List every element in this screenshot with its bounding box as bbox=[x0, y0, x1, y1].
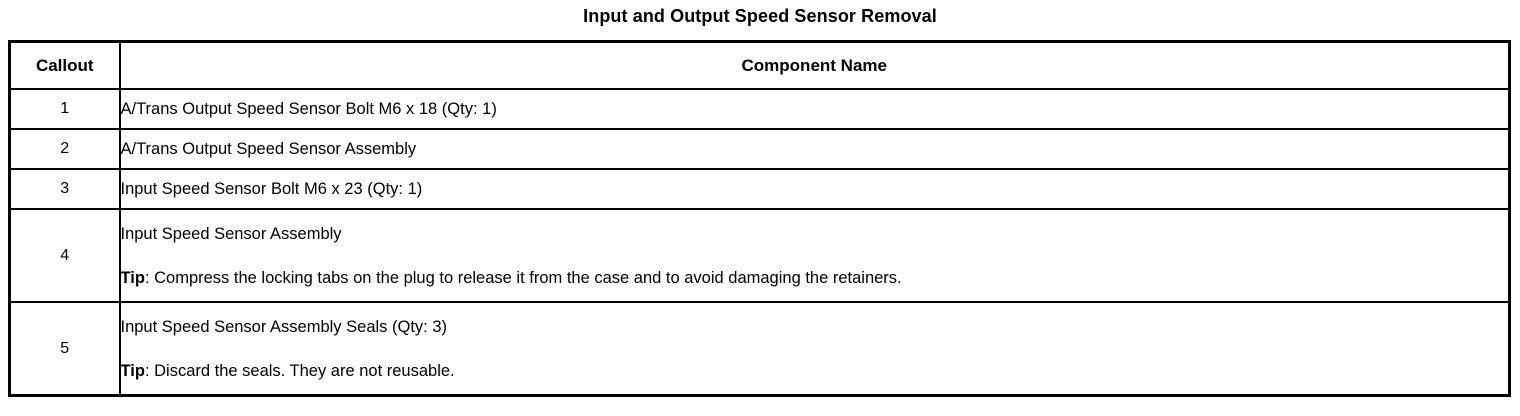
cell-callout-number: 3 bbox=[8, 168, 121, 210]
cell-callout-number: 5 bbox=[8, 301, 121, 397]
tip-label: Tip bbox=[120, 269, 145, 287]
column-header-component-name: Component Name bbox=[118, 40, 1511, 90]
cell-component-name: A/Trans Output Speed Sensor Bolt M6 x 18… bbox=[118, 88, 1511, 130]
table-row: 4 Input Speed Sensor Assembly Tip: Compr… bbox=[8, 208, 1511, 303]
page-title: Input and Output Speed Sensor Removal bbox=[583, 6, 937, 26]
tip-label: Tip bbox=[120, 362, 145, 380]
tip-line: Tip: Compress the locking tabs on the pl… bbox=[121, 244, 1509, 296]
cell-callout-number: 1 bbox=[8, 88, 121, 130]
table-row: 2 A/Trans Output Speed Sensor Assembly bbox=[8, 128, 1511, 170]
cell-component-name: Input Speed Sensor Assembly Seals (Qty: … bbox=[118, 301, 1511, 397]
column-header-callout: Callout bbox=[8, 40, 121, 90]
cell-callout-number: 2 bbox=[8, 128, 121, 170]
cell-component-name: Input Speed Sensor Assembly Tip: Compres… bbox=[118, 208, 1511, 303]
component-name-text: Input Speed Sensor Assembly Seals (Qty: … bbox=[120, 318, 448, 336]
callout-table: Callout Component Name 1 A/Trans Output … bbox=[8, 40, 1511, 397]
cell-component-name: A/Trans Output Speed Sensor Assembly bbox=[118, 128, 1511, 170]
cell-content-block: Input Speed Sensor Assembly Seals (Qty: … bbox=[121, 308, 1509, 389]
table-row: 5 Input Speed Sensor Assembly Seals (Qty… bbox=[8, 301, 1511, 397]
table-header: Callout Component Name bbox=[8, 40, 1511, 90]
cell-callout-number: 4 bbox=[8, 208, 121, 303]
table-row: 3 Input Speed Sensor Bolt M6 x 23 (Qty: … bbox=[8, 168, 1511, 210]
cell-component-name: Input Speed Sensor Bolt M6 x 23 (Qty: 1) bbox=[118, 168, 1511, 210]
tip-text: : Compress the locking tabs on the plug … bbox=[144, 269, 902, 287]
table-body: 1 A/Trans Output Speed Sensor Bolt M6 x … bbox=[8, 88, 1511, 397]
tip-line: Tip: Discard the seals. They are not reu… bbox=[121, 337, 1509, 389]
table-row: 1 A/Trans Output Speed Sensor Bolt M6 x … bbox=[8, 88, 1511, 130]
tip-text: : Discard the seals. They are not reusab… bbox=[144, 362, 455, 380]
component-name-text: Input Speed Sensor Assembly bbox=[120, 225, 342, 243]
table-header-row: Callout Component Name bbox=[8, 40, 1511, 90]
cell-content-block: Input Speed Sensor Assembly Tip: Compres… bbox=[121, 215, 1509, 296]
callout-table-container: Callout Component Name 1 A/Trans Output … bbox=[8, 40, 1511, 397]
